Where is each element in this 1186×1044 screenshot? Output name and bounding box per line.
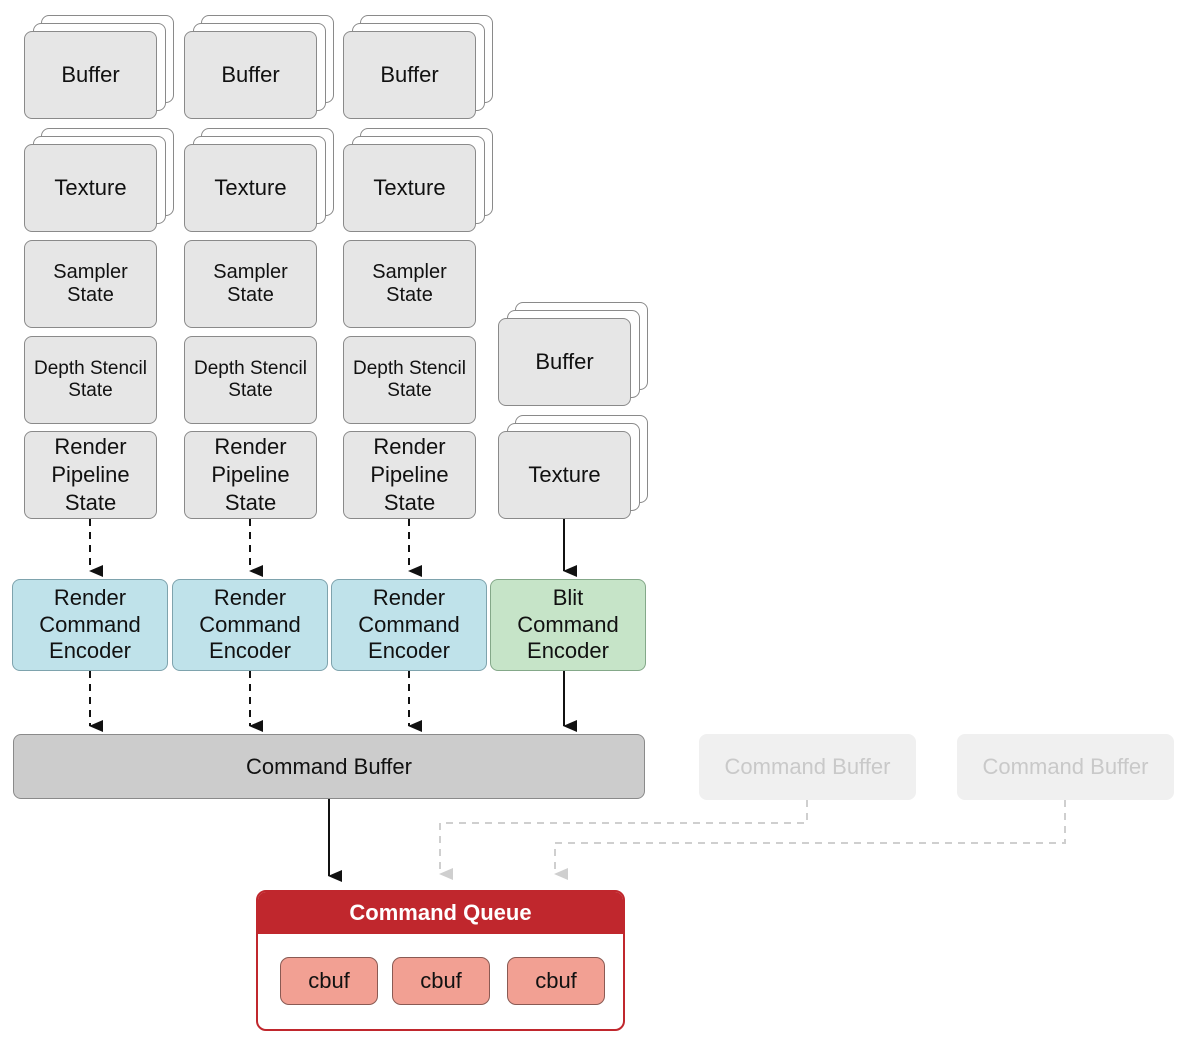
render-command-encoder-label: Render Command Encoder bbox=[358, 584, 460, 664]
depth-stencil-state-label: Depth Stencil State bbox=[193, 358, 307, 401]
render-pipeline-state-box: Render Pipeline State bbox=[184, 431, 317, 519]
texture-label: Texture bbox=[54, 175, 127, 201]
sampler-state-label: Sampler State bbox=[372, 261, 447, 306]
ghost-command-buffer-1: Command Buffer bbox=[699, 734, 916, 800]
depth-stencil-state-label: Depth Stencil State bbox=[33, 358, 147, 401]
cbuf-item: cbuf bbox=[280, 957, 378, 1005]
sampler-state-box: Sampler State bbox=[24, 240, 157, 328]
depth-stencil-state-box: Depth Stencil State bbox=[343, 336, 476, 424]
render-pipeline-state-label: Render Pipeline State bbox=[51, 433, 130, 516]
blit-command-encoder: Blit Command Encoder bbox=[490, 579, 646, 671]
ghost-command-buffer-label: Command Buffer bbox=[982, 754, 1149, 780]
depth-stencil-state-label: Depth Stencil State bbox=[352, 358, 466, 401]
ghost-command-buffer-label: Command Buffer bbox=[724, 754, 891, 780]
command-queue: Command Queue cbuf cbuf cbuf bbox=[256, 890, 625, 1031]
buffer-label: Buffer bbox=[221, 62, 280, 88]
texture-label: Texture bbox=[373, 175, 446, 201]
blit-buffer-label: Buffer bbox=[535, 349, 594, 375]
cbuf-item: cbuf bbox=[392, 957, 490, 1005]
render-command-encoder: Render Command Encoder bbox=[12, 579, 168, 671]
blit-buffer-box: Buffer bbox=[498, 318, 631, 406]
command-buffer: Command Buffer bbox=[13, 734, 645, 799]
render-pipeline-state-box: Render Pipeline State bbox=[24, 431, 157, 519]
depth-stencil-state-box: Depth Stencil State bbox=[24, 336, 157, 424]
sampler-state-label: Sampler State bbox=[53, 261, 128, 306]
sampler-state-box: Sampler State bbox=[343, 240, 476, 328]
buffer-box: Buffer bbox=[343, 31, 476, 119]
render-command-encoder-label: Render Command Encoder bbox=[39, 584, 141, 664]
blit-texture-box: Texture bbox=[498, 431, 631, 519]
buffer-box: Buffer bbox=[184, 31, 317, 119]
texture-label: Texture bbox=[214, 175, 287, 201]
sampler-state-label: Sampler State bbox=[213, 261, 288, 306]
blit-texture-label: Texture bbox=[528, 462, 601, 488]
render-command-encoder: Render Command Encoder bbox=[172, 579, 328, 671]
buffer-box: Buffer bbox=[24, 31, 157, 119]
texture-box: Texture bbox=[184, 144, 317, 232]
buffer-label: Buffer bbox=[61, 62, 120, 88]
render-pipeline-state-label: Render Pipeline State bbox=[211, 433, 290, 516]
command-buffer-label: Command Buffer bbox=[246, 753, 412, 779]
cbuf-item: cbuf bbox=[507, 957, 605, 1005]
ghost-command-buffer-2: Command Buffer bbox=[957, 734, 1174, 800]
render-command-encoder: Render Command Encoder bbox=[331, 579, 487, 671]
depth-stencil-state-box: Depth Stencil State bbox=[184, 336, 317, 424]
sampler-state-box: Sampler State bbox=[184, 240, 317, 328]
texture-box: Texture bbox=[343, 144, 476, 232]
command-queue-title: Command Queue bbox=[258, 892, 623, 934]
render-command-encoder-label: Render Command Encoder bbox=[199, 584, 301, 664]
texture-box: Texture bbox=[24, 144, 157, 232]
blit-command-encoder-label: Blit Command Encoder bbox=[517, 584, 619, 664]
arrow-ghost1-to-queue bbox=[439, 800, 808, 880]
render-pipeline-state-box: Render Pipeline State bbox=[343, 431, 476, 519]
buffer-label: Buffer bbox=[380, 62, 439, 88]
render-pipeline-state-label: Render Pipeline State bbox=[370, 433, 449, 516]
arrow-ghost2-to-queue bbox=[554, 800, 1066, 880]
